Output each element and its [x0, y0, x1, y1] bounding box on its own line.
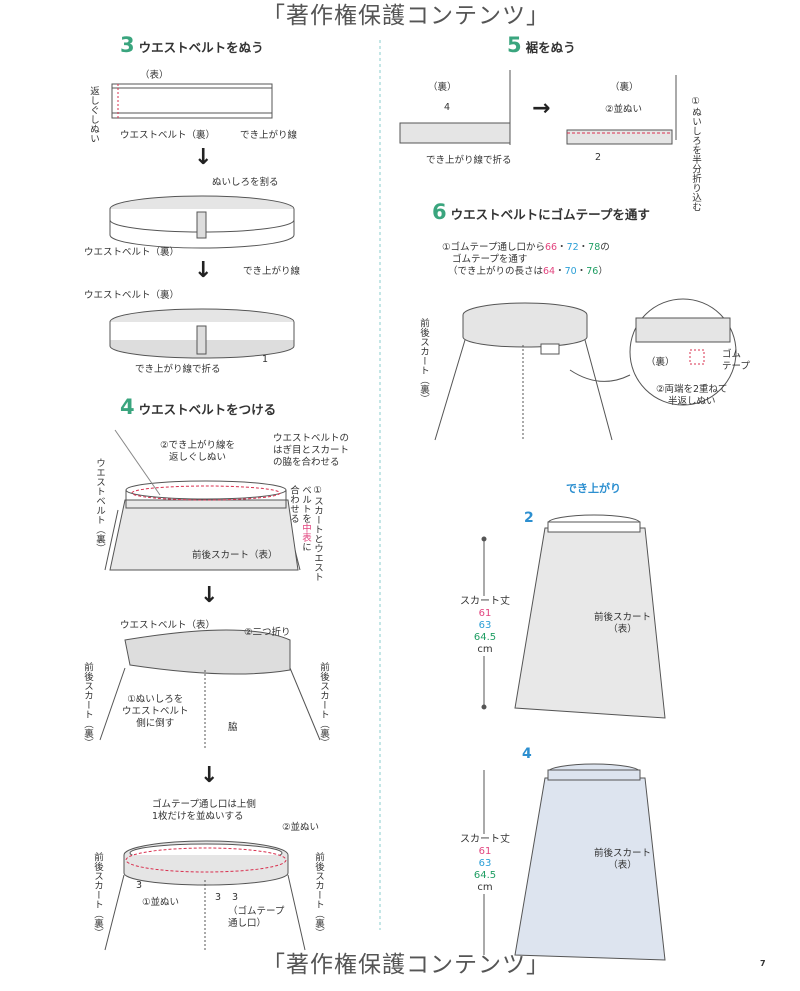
- belt-attach-drawing-3: [104, 840, 306, 951]
- down-arrow-icon: ↓: [194, 145, 213, 170]
- label: でき上がり線で折る: [135, 364, 221, 375]
- label: ①スカートとウエスト: [312, 485, 323, 582]
- label: 前後スカート（裏）: [82, 662, 93, 748]
- label: 3: [232, 892, 239, 903]
- label: ウエストベルトの はぎ目とスカート の脇を合わせる: [273, 433, 350, 468]
- step-title: ウエストベルトをぬう: [138, 40, 264, 55]
- label: ウエストベルト（裏）: [84, 247, 180, 258]
- label: 合わせる: [288, 485, 299, 523]
- label: でき上がり線: [243, 266, 301, 277]
- label: ウエストベルト（表）: [120, 620, 216, 631]
- elastic-note-line1: ①ゴムテープ通し口から66・72・78の: [442, 242, 610, 253]
- belt-attach-drawing-2: [99, 629, 321, 750]
- label: ウエストベルト（裏）: [84, 290, 180, 301]
- right-arrow-icon: →: [532, 96, 551, 121]
- hem-drawing-1: [399, 70, 511, 145]
- label: ②両端を2重ねて 半返しぬい: [656, 384, 728, 407]
- label: 脇: [228, 722, 238, 733]
- label: ②でき上がり線を 返しぐしぬい: [160, 440, 236, 463]
- label: 前後スカート（裏）: [318, 662, 329, 748]
- label: 返しぐしぬい: [88, 86, 99, 143]
- watermark-top: 「著作権保護コンテンツ」: [262, 3, 550, 29]
- page-number: 7: [760, 959, 766, 968]
- label: （裏）: [646, 357, 675, 368]
- hem-drawing-2: [566, 75, 677, 145]
- label: ウエストベルト（裏）: [120, 130, 216, 141]
- label: 前後スカート （表）: [594, 848, 652, 871]
- label: ゴムテープを通す: [452, 254, 528, 265]
- label: 2: [595, 152, 602, 163]
- label: でき上がり線で折る: [426, 155, 512, 166]
- label: 1: [262, 354, 269, 365]
- label: 前後スカート（裏）: [418, 318, 429, 404]
- label: 3: [136, 880, 143, 891]
- label: ②並ぬい: [605, 104, 643, 115]
- label: 3: [215, 892, 222, 903]
- label: 前後スカート（裏）: [92, 852, 103, 938]
- label: ウエストベルト（裏）: [94, 458, 105, 553]
- size-label: 4: [522, 746, 532, 762]
- belt-loop-drawing-1: [109, 195, 295, 249]
- down-arrow-icon: ↓: [194, 258, 213, 283]
- belt-attach-drawing-1: [104, 429, 301, 571]
- elastic-drawing: [434, 298, 737, 441]
- label: でき上がり線: [240, 130, 298, 141]
- finished-skirt-2: [481, 514, 666, 719]
- elastic-note-line3: （でき上がりの長さは64・70・76）: [448, 266, 608, 277]
- watermark-bottom: 「著作権保護コンテンツ」: [262, 952, 550, 978]
- label: 前後スカート （表）: [594, 612, 652, 635]
- down-arrow-icon: ↓: [200, 763, 219, 788]
- label: （裏）: [428, 82, 457, 93]
- label: ①ぬいしろを半分折り込む: [690, 96, 701, 212]
- down-arrow-icon: ↓: [200, 583, 219, 608]
- label: ②二つ折り: [244, 627, 291, 638]
- label: （ゴムテープ 通し口）: [228, 906, 285, 929]
- label: 前後スカート（裏）: [313, 852, 324, 938]
- label: ②並ぬい: [282, 822, 320, 833]
- label: 前後スカート（表）: [192, 550, 278, 561]
- label: ①並ぬい: [142, 897, 180, 908]
- label: ゴム テープ: [722, 349, 750, 372]
- label: ベルトを中表に: [300, 485, 311, 552]
- label: 4: [444, 102, 451, 113]
- label: ①ぬいしろを ウエストベルト 側に倒す: [122, 694, 189, 729]
- belt-loop-drawing-2: [109, 308, 295, 359]
- label: ぬいしろを割る: [212, 177, 279, 188]
- finished-title: でき上がり: [566, 482, 621, 495]
- belt-strip-drawing: [111, 83, 273, 119]
- label: （表）: [140, 70, 169, 81]
- label: （裏）: [610, 82, 639, 93]
- label: ゴムテープ通し口は上側 1枚だけを並ぬいする: [152, 799, 256, 822]
- step-number: 3: [120, 33, 135, 57]
- size-label: 2: [524, 510, 534, 526]
